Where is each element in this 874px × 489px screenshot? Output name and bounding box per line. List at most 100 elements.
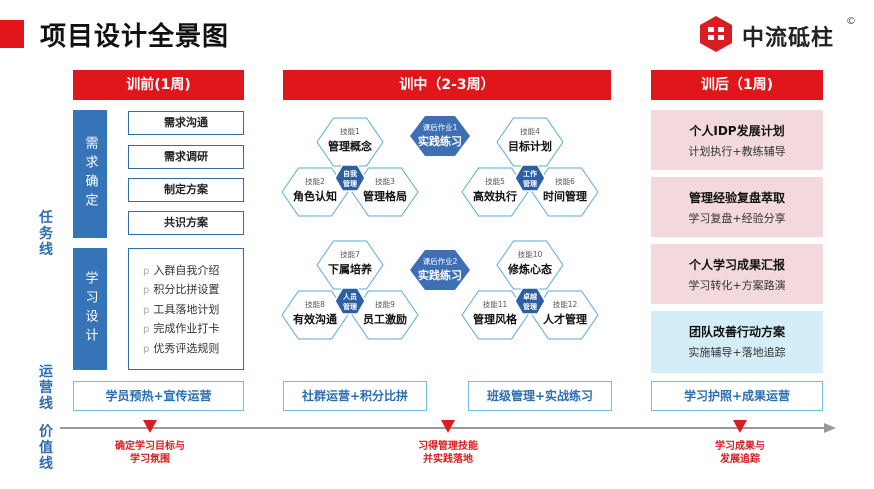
skill-hexagon bbox=[461, 167, 529, 217]
skill-tag: 技能4 bbox=[520, 126, 540, 136]
value-text-3: 学习成果与发展追踪 bbox=[715, 441, 765, 465]
skill-name: 管理风格 bbox=[473, 312, 518, 326]
homework-name: 实践练习 bbox=[418, 134, 462, 148]
skill-hexagon bbox=[351, 167, 419, 217]
cluster-center-hexagon bbox=[514, 164, 546, 192]
need-item: 共识方案 bbox=[128, 211, 244, 235]
homework-tag: 课后作业1 bbox=[423, 122, 458, 132]
logo-icon bbox=[700, 16, 732, 52]
skill-hexagon bbox=[531, 290, 599, 340]
post-card-sub: 实施辅导+落地追踪 bbox=[688, 346, 786, 359]
skill-tag: 技能10 bbox=[518, 249, 543, 259]
ops-box-post: 学习护照+成果运营 bbox=[651, 381, 823, 411]
needs-label: 需求确定 bbox=[73, 110, 107, 238]
need-item: 需求调研 bbox=[128, 145, 244, 169]
skill-tag: 技能8 bbox=[305, 299, 325, 309]
skill-hexagon bbox=[316, 240, 384, 290]
ops-box-mid-2: 班级管理+实战练习 bbox=[468, 381, 612, 411]
skill-hexagon bbox=[351, 290, 419, 340]
skill-hexagon bbox=[281, 167, 349, 217]
post-card-team-plan: 团队改善行动方案 实施辅导+落地追踪 bbox=[651, 311, 823, 373]
post-card-review: 管理经验复盘萃取 学习复盘+经验分享 bbox=[651, 177, 823, 237]
cluster-center-label: 管理 bbox=[343, 179, 357, 188]
homework-hexagon bbox=[410, 116, 470, 156]
homework-name: 实践练习 bbox=[418, 268, 462, 282]
post-card-sub: 计划执行+教练辅导 bbox=[688, 145, 786, 158]
skill-tag: 技能3 bbox=[375, 176, 395, 186]
skill-hexagon bbox=[531, 167, 599, 217]
skills-hex-diagram: 技能1管理概念技能2角色认知技能3管理格局自我管理技能4目标计划技能5高效执行技… bbox=[281, 116, 599, 340]
page-title: 项目设计全景图 bbox=[40, 22, 230, 52]
skill-tag: 技能5 bbox=[485, 176, 505, 186]
skill-name: 人才管理 bbox=[543, 312, 587, 326]
value-marker-1 bbox=[143, 420, 157, 433]
need-item: 制定方案 bbox=[128, 178, 244, 202]
cluster-center-label: 工作 bbox=[523, 169, 537, 178]
homework-hexagon bbox=[410, 250, 470, 290]
skill-name: 高效执行 bbox=[473, 189, 517, 203]
skill-tag: 技能7 bbox=[340, 249, 360, 259]
value-marker-3 bbox=[733, 420, 747, 433]
skill-name: 角色认知 bbox=[293, 189, 337, 203]
post-card-report: 个人学习成果汇报 学习转化+方案路演 bbox=[651, 244, 823, 304]
ops-box-pre: 学员预热+宣传运营 bbox=[73, 381, 244, 411]
cluster-center-label: 人员 bbox=[343, 292, 357, 301]
value-marker-2 bbox=[441, 420, 455, 433]
needs-section: 需求确定 bbox=[73, 110, 244, 238]
title-accent-bar bbox=[0, 20, 24, 48]
skill-tag: 技能9 bbox=[375, 299, 395, 309]
skill-name: 目标计划 bbox=[508, 139, 552, 153]
cluster-center-label: 自我 bbox=[343, 169, 357, 178]
skill-tag: 技能12 bbox=[553, 299, 578, 309]
skill-name: 员工激励 bbox=[363, 312, 407, 326]
value-text-1: 确定学习目标与学习氛围 bbox=[115, 441, 185, 465]
value-timeline-arrow bbox=[60, 420, 836, 433]
skill-tag: 技能1 bbox=[340, 126, 360, 136]
skill-name: 下属培养 bbox=[328, 262, 373, 276]
post-card-idp: 个人IDP发展计划 计划执行+教练辅导 bbox=[651, 110, 823, 170]
value-line-label: 价值线 bbox=[39, 424, 53, 472]
skill-name: 时间管理 bbox=[543, 189, 587, 203]
skill-name: 有效沟通 bbox=[293, 312, 337, 326]
post-card-title: 个人学习成果汇报 bbox=[688, 258, 785, 272]
post-card-title: 管理经验复盘萃取 bbox=[688, 191, 785, 205]
skill-hexagon bbox=[496, 117, 564, 167]
post-card-title: 团队改善行动方案 bbox=[688, 325, 785, 339]
cluster-center-label: 卓越 bbox=[523, 292, 538, 301]
task-line-label: 任务线 bbox=[39, 210, 53, 258]
phase-pre-header: 训前(1周) bbox=[73, 70, 244, 100]
cluster-center-hexagon bbox=[334, 287, 366, 315]
cluster-center-label: 管理 bbox=[343, 302, 357, 311]
cluster-center-label: 管理 bbox=[523, 179, 537, 188]
phase-mid-header: 训中（2-3周） bbox=[283, 70, 611, 100]
skill-hexagon bbox=[496, 240, 564, 290]
skill-tag: 技能6 bbox=[555, 176, 575, 186]
post-card-sub: 学习转化+方案路演 bbox=[688, 279, 786, 292]
skill-name: 管理格局 bbox=[363, 189, 407, 203]
skill-hexagon bbox=[281, 290, 349, 340]
skill-name: 管理概念 bbox=[328, 139, 373, 153]
skill-hexagon bbox=[461, 290, 529, 340]
post-card-title: 个人IDP发展计划 bbox=[689, 124, 785, 138]
logo-copyright: © bbox=[846, 16, 856, 27]
cluster-center-hexagon bbox=[514, 287, 546, 315]
ops-line-label: 运营线 bbox=[39, 364, 53, 412]
need-item: 需求沟通 bbox=[128, 111, 244, 135]
ops-box-mid-1: 社群运营+积分比拼 bbox=[283, 381, 427, 411]
logo: 中流砥柱 © bbox=[696, 14, 866, 54]
logo-text: 中流砥柱 bbox=[742, 26, 835, 51]
homework-tag: 课后作业2 bbox=[423, 256, 458, 266]
skill-tag: 技能2 bbox=[305, 176, 325, 186]
cluster-center-label: 管理 bbox=[523, 302, 537, 311]
skill-name: 修炼心态 bbox=[507, 262, 552, 276]
post-card-sub: 学习复盘+经验分享 bbox=[688, 212, 786, 225]
skill-tag: 技能11 bbox=[483, 299, 508, 309]
value-text-2: 习得管理技能并实践落地 bbox=[418, 441, 478, 465]
skill-hexagon bbox=[316, 117, 384, 167]
